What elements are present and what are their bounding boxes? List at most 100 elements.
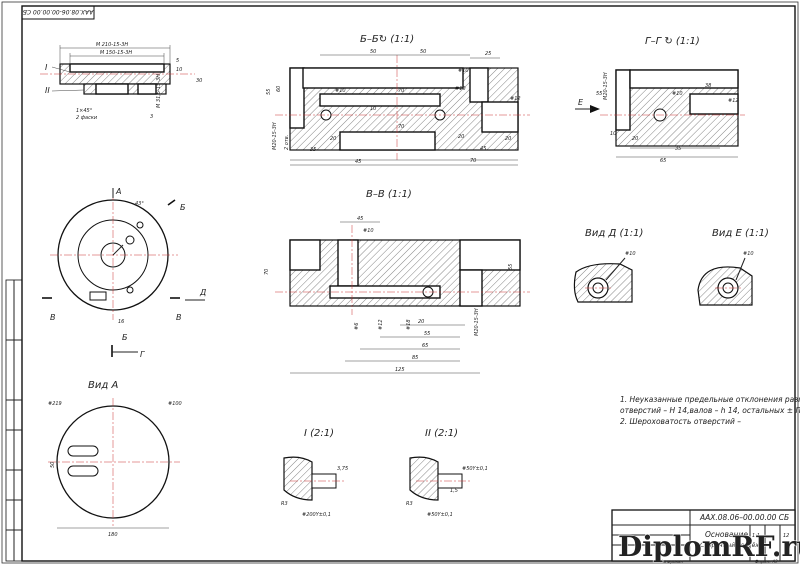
title-sheets: 12: [783, 533, 789, 539]
vv-dim-3: 55: [508, 264, 514, 270]
dim-chamfer: 1×45°: [76, 108, 93, 114]
bb-dim-7: 10: [370, 106, 376, 112]
top-view-part: M 210-15-3H M 150-15-3H 5 10 30 1×45° 2 …: [40, 42, 202, 121]
bb-dim-14: 20: [458, 134, 464, 140]
gg-dim-4: 55: [596, 91, 602, 97]
detail-2: #50Y±0,1 R3 #50Y±0,1 1,5: [406, 456, 488, 518]
detail-2-dim-0: #50Y±0,1: [462, 466, 488, 472]
title-block: ААХ.08.06–00.00.00 СБ Основание Сборочны…: [611, 509, 796, 564]
title-vid-d: Вид Д (1:1): [585, 228, 643, 239]
vid-a-dim-2: 50: [50, 462, 56, 468]
bb-dim-m20: M20-15-3H: [272, 122, 278, 150]
vid-e-dim: #10: [743, 251, 754, 257]
vid-a-dim-1: #100: [168, 401, 182, 407]
dim-16: 16: [118, 319, 124, 325]
bb-dim-mid: 45: [355, 159, 361, 165]
dim-10: 10: [176, 67, 182, 73]
title-number: ААХ.08.06–00.00.00 СБ: [699, 513, 789, 522]
bb-dim-9: 70: [398, 124, 404, 130]
bb-dim-8: 70: [398, 88, 404, 94]
note-line-2: отверстий – Н 14,валов – h 14, остальных…: [620, 406, 800, 415]
leader-ii: II: [45, 86, 50, 95]
bb-dim-2: 25: [485, 51, 491, 57]
vid-d-dim: #10: [625, 251, 636, 257]
watermark: DiplomRF.ru: [618, 530, 800, 563]
mark-b-top: Б: [180, 203, 186, 212]
dim-3: 3: [150, 114, 153, 120]
section-bb: 50 50 25 #10 #10 #10 #12 10 70 70 20 45 …: [266, 49, 530, 166]
detail-1-dim-1: R3: [281, 501, 288, 507]
section-gg: Е M20-15-3H #10 #12 38 55 10 20 35 65: [575, 69, 745, 164]
bb-dim-4: #10: [458, 68, 469, 74]
vv-dim-1: #10: [363, 228, 374, 234]
detail-2-dim-2: #50Y±0,1: [427, 512, 453, 518]
bb-dim-12: 35: [310, 147, 316, 153]
vv-dim-12: M20-15-3H: [474, 308, 480, 336]
footer-left: Копировал: [660, 559, 683, 564]
mark-g: Г: [140, 350, 145, 359]
left-margin-stamp: [5, 279, 23, 562]
dim-m150: M 150-15-3H: [100, 50, 133, 56]
title-name: Основание: [705, 530, 748, 539]
vid-a-dim-3: 180: [108, 532, 118, 538]
detail-2-dim-1: R3: [406, 501, 413, 507]
bb-dim-3: #10: [335, 88, 346, 94]
vv-dim-0: 45: [357, 216, 363, 222]
section-vv: 45 #10 70 55 #6 #12 #18 20 55 65 85 125 …: [264, 216, 530, 374]
gg-dim-1: #10: [672, 91, 683, 97]
title-subname: Сборочный чертёж: [700, 542, 761, 549]
vv-dim-6: #18: [406, 319, 412, 330]
title-bb: Б–Б↻ (1:1): [360, 34, 414, 45]
note-line-3: 2. Шероховатость отверстий –: [620, 417, 741, 426]
detail-1-dim-2: #200Y±0,1: [302, 512, 331, 518]
bb-dim-16: 55: [266, 89, 272, 95]
title-gg: Г–Г ↻ (1:1): [645, 36, 700, 47]
detail-2-dim-3: 1,5: [450, 488, 458, 494]
arrow-d: Д: [199, 288, 206, 297]
dim-30: 30: [196, 78, 202, 84]
stamp-number: ААХ.08.06-00.00.00 СБ: [23, 8, 95, 15]
bb-dim-17: 60: [276, 86, 282, 92]
rotated-stamp: ААХ.08.06-00.00.00 СБ: [21, 5, 95, 20]
bb-dim-6: #12: [510, 96, 521, 102]
vv-dim-2: 70: [264, 269, 270, 275]
title-scale: 1:1: [752, 533, 760, 539]
bb-dim-11: 45: [480, 146, 486, 152]
vv-dim-10: 85: [412, 355, 418, 361]
mark-v-left: В: [50, 313, 56, 322]
mark-b-bottom: Б: [122, 333, 128, 342]
arrow-a: А: [115, 187, 121, 196]
vv-dim-4: #6: [354, 323, 360, 330]
arrow-e: Е: [578, 98, 584, 107]
gg-dim-8: 65: [660, 158, 666, 164]
footer-right: Формат А2: [755, 559, 778, 564]
bb-dim-holes: 2 отв.: [284, 135, 290, 150]
title-vid-e: Вид Е (1:1): [712, 228, 769, 239]
gg-dim-2: #12: [728, 98, 739, 104]
bb-dim-13: 70: [470, 158, 476, 164]
title-detail-1: I (2:1): [304, 428, 334, 439]
gg-dim-5: 10: [610, 131, 616, 137]
dim-5: 5: [176, 58, 179, 64]
leader-i: I: [45, 63, 48, 72]
view-a: #219 #100 50 180: [48, 398, 182, 538]
gg-dim-7: 35: [675, 146, 681, 152]
vv-dim-9: 65: [422, 343, 428, 349]
bb-dim-0: 50: [370, 49, 376, 55]
detail-1-dim-0: 3,75: [337, 466, 348, 472]
angle-43: 43°: [135, 201, 144, 207]
note-line-1: 1. Неуказанные предельные отклонения раз…: [620, 395, 800, 404]
dim-m210: M 210-15-3H: [96, 42, 129, 48]
title-vv: В–В (1:1): [366, 189, 412, 200]
vv-dim-11: 125: [395, 367, 405, 373]
plan-view-circle: А 43° Б В В Д 16 Б Г: [42, 187, 206, 359]
vid-a-dim-0: #219: [48, 401, 62, 407]
detail-1: 3,75 R3 #200Y±0,1: [281, 456, 348, 518]
vv-dim-7: 20: [418, 319, 424, 325]
vv-dim-8: 55: [424, 331, 430, 337]
gg-dim-0: M20-15-3H: [603, 72, 609, 100]
title-vid-a: Вид А: [88, 380, 118, 391]
gg-dim-3: 38: [705, 83, 711, 89]
